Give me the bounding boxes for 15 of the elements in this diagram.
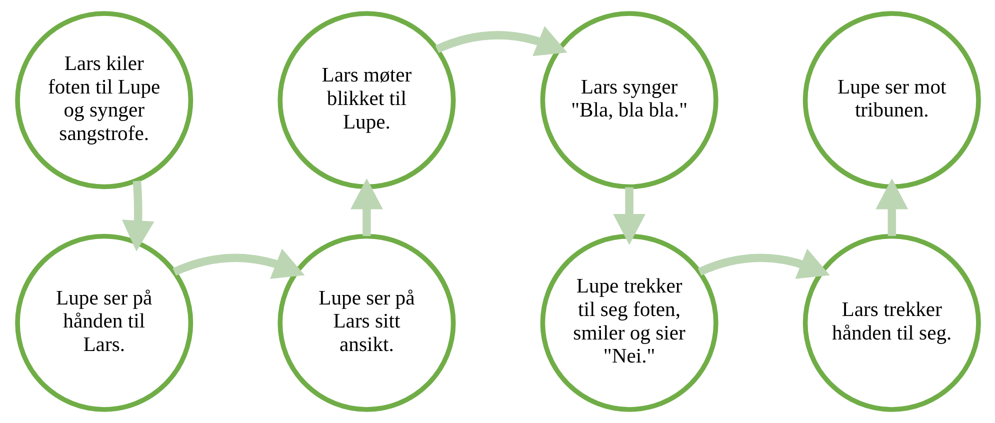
node-circle: Lars trekker hånden til seg. — [802, 234, 980, 412]
arrow — [121, 180, 154, 252]
arrow — [875, 178, 908, 236]
arrow — [612, 187, 646, 245]
node-circle: Lupe ser på Lars sitt ansikt. — [277, 234, 456, 412]
node-circle: Lupe ser på hånden til Lars. — [14, 234, 193, 412]
node-circle: Lars møter blikket til Lupe. — [277, 11, 456, 190]
node-circle: Lupe ser mot tribunen. — [802, 11, 980, 190]
arrow — [350, 178, 382, 236]
node-circle: Lupe trekker til seg foten, smiler og sier "Nei." — [540, 234, 718, 412]
node-circle: Lars kiler foten til Lupe og synger sangstrofe. — [14, 11, 193, 190]
node-circle: Lars synger "Bla, bla bla." — [540, 11, 718, 190]
arrow — [434, 26, 567, 56]
arrow — [172, 248, 304, 279]
arrow — [697, 248, 830, 279]
